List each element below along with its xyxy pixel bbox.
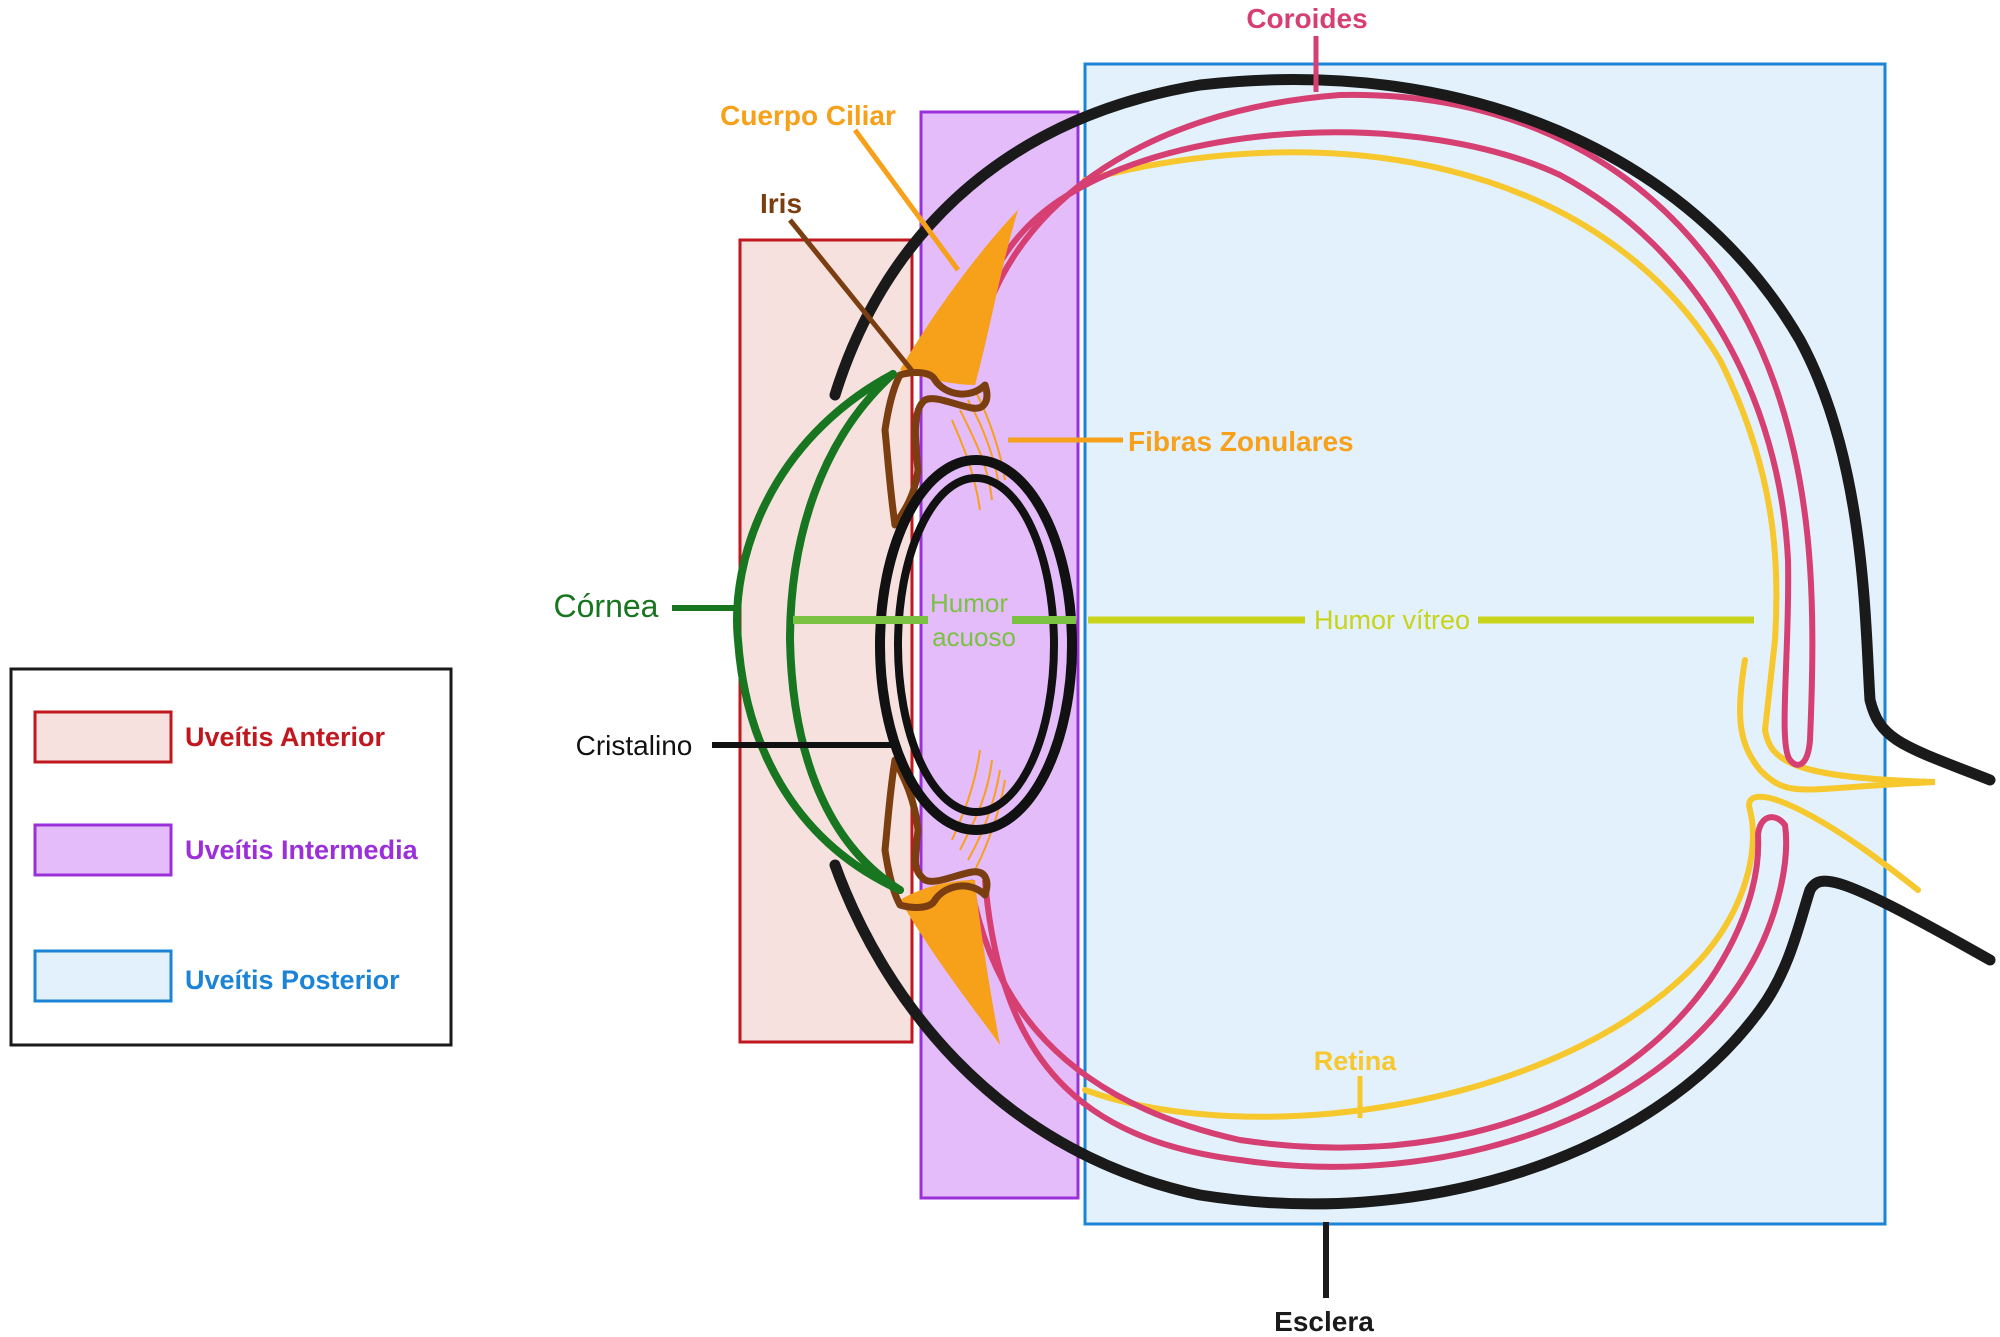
cornea-inner [785,370,904,894]
choroid-lower [967,814,1790,1170]
label-fibras-zonulares: Fibras Zonulares [1128,426,1354,457]
cornea-outer [733,370,904,894]
label-humor-vitreo: Humor vítreo [1314,605,1470,635]
sclera-lower [829,859,1996,1210]
cuerpo-ciliar-leader [852,128,961,272]
posterior-region-box [1083,62,1887,1226]
label-humor-acuoso-1: Humor [930,588,1008,618]
choroid-layer [967,91,1816,768]
legend-label-intermedia: Uveítis Intermedia [185,835,419,865]
label-cristalino: Cristalino [576,730,693,761]
legend: Uveítis Anterior Uveítis Intermedia Uveí… [9,667,453,1047]
label-humor-acuoso-2: acuoso [932,622,1016,652]
label-iris: Iris [760,188,802,219]
label-retina: Retina [1314,1046,1398,1076]
legend-swatch-anterior [33,710,173,764]
anterior-region-box [738,238,914,1044]
legend-swatch-posterior [33,949,173,1003]
legend-label-anterior: Uveítis Anterior [185,722,386,752]
ciliary-body-lower [900,880,1000,1045]
retina-lower [1082,793,1921,1120]
lens-inner [894,474,1058,816]
lens-outer [875,455,1077,835]
legend-swatch-intermedia [33,823,173,877]
label-cuerpo-ciliar: Cuerpo Ciliar [720,100,896,131]
iris-leader [788,218,915,374]
iris-upper [881,369,991,529]
sclera [829,74,1996,786]
ciliary-body-upper [900,210,1018,385]
retina-layer [1082,149,1936,793]
legend-label-posterior: Uveítis Posterior [185,965,400,995]
label-esclera: Esclera [1274,1306,1374,1337]
iris-lower [881,756,991,911]
label-cornea: Córnea [554,588,659,624]
label-coroides: Coroides [1246,3,1367,34]
